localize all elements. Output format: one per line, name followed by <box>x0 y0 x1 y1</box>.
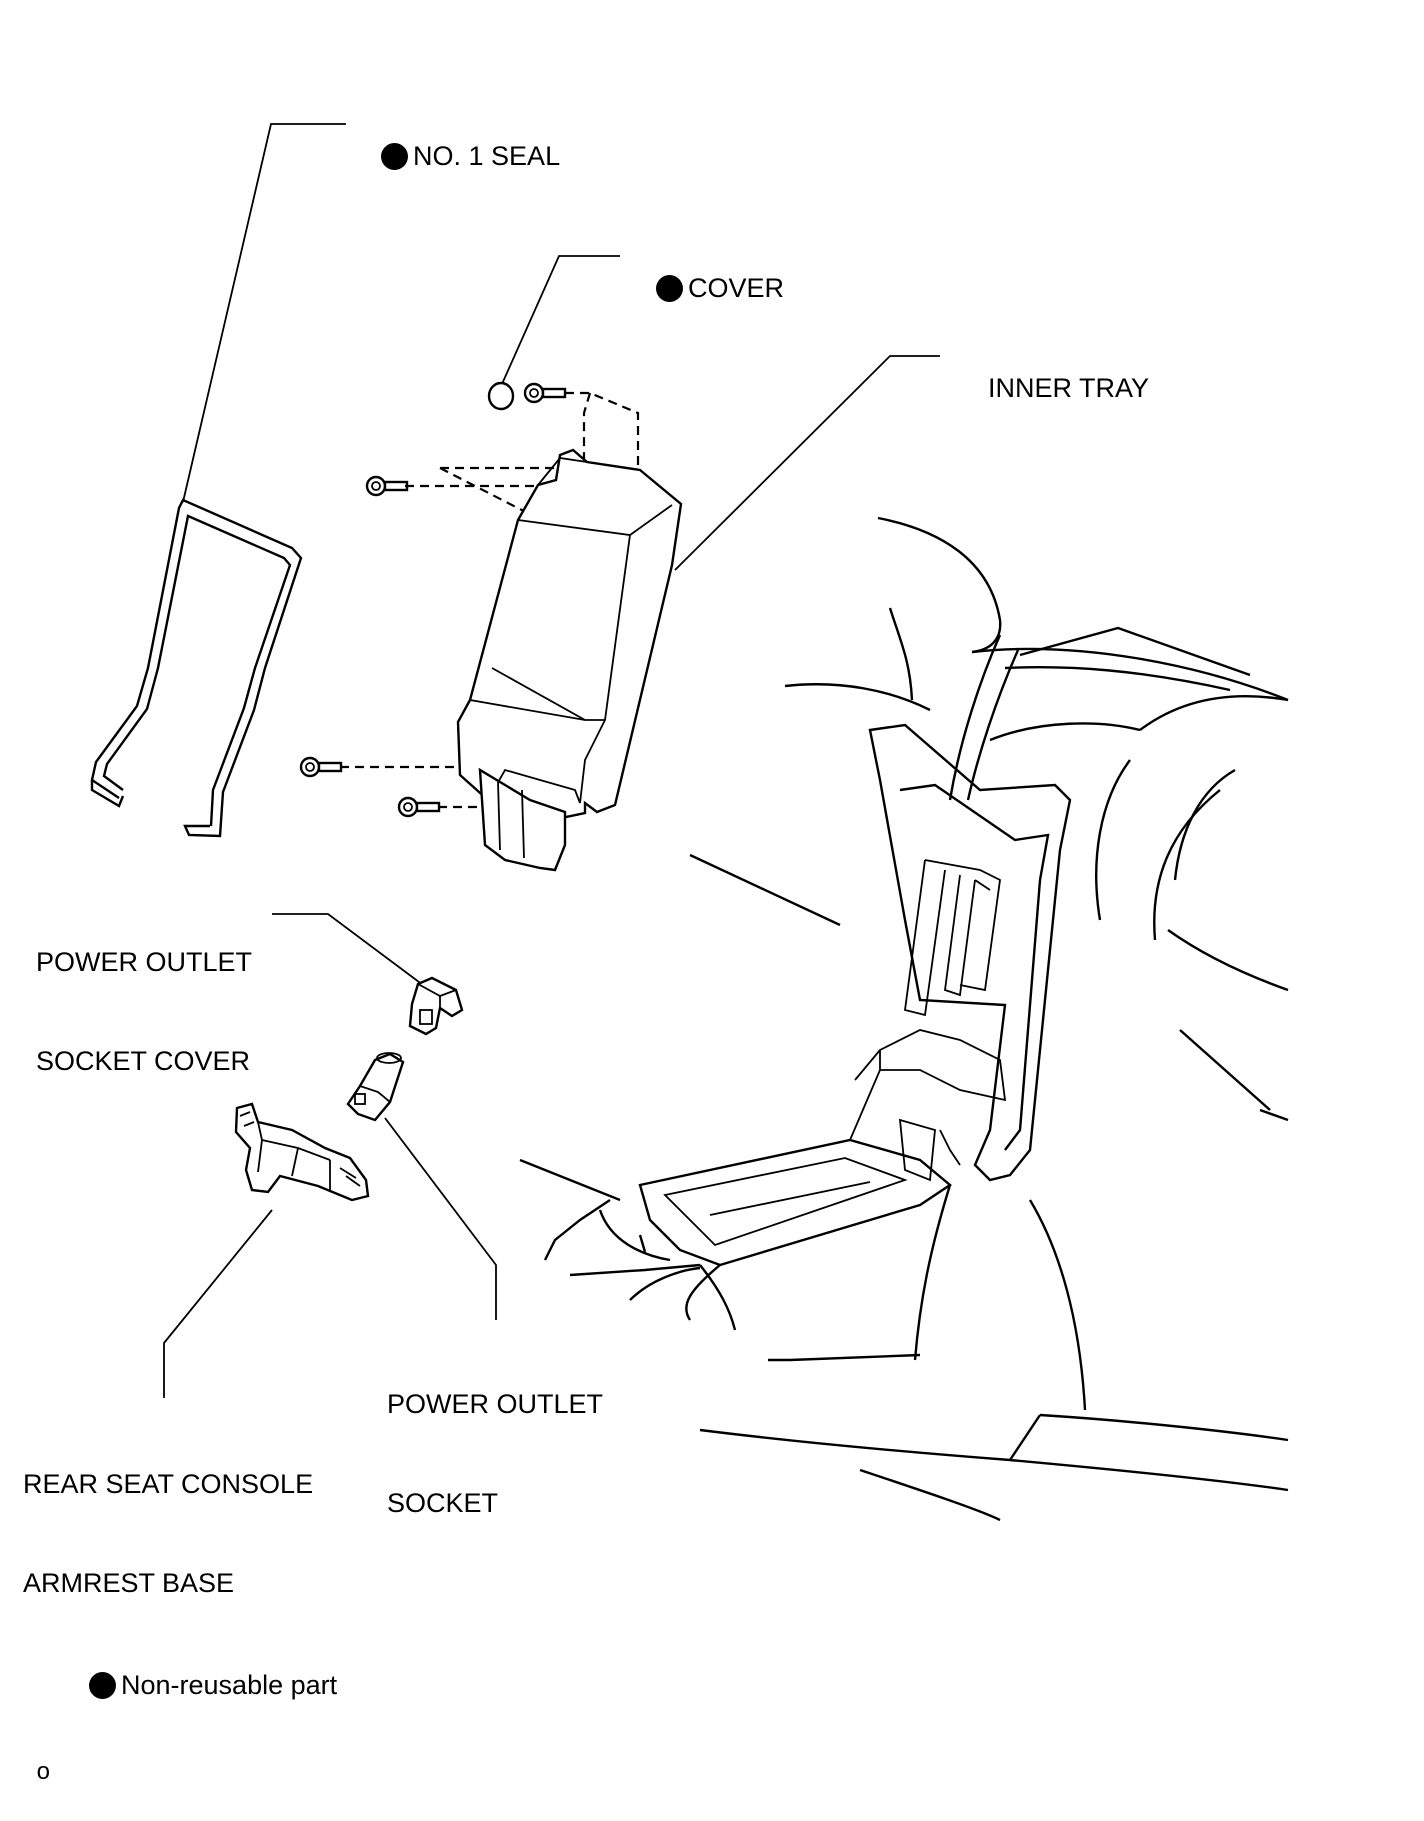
legend-text: Non-reusable part <box>121 1670 338 1700</box>
label-cover-text: COVER <box>688 273 785 303</box>
armrest-base-part <box>234 1102 370 1202</box>
label-socket-line1: POWER OUTLET <box>387 1389 604 1419</box>
label-socket-cover-line2: SOCKET COVER <box>36 1046 251 1076</box>
leader-inner-tray <box>674 355 940 571</box>
label-armrest-line2: ARMREST BASE <box>23 1568 235 1598</box>
legend: Non-reusable part <box>59 1636 337 1735</box>
label-socket-cover-line1: POWER OUTLET <box>36 947 253 977</box>
socket-part <box>346 1052 405 1122</box>
leader-socket <box>384 1117 497 1320</box>
label-socket: POWER OUTLET SOCKET <box>387 1322 603 1586</box>
label-seal-text: NO. 1 SEAL <box>413 141 561 171</box>
label-armrest-line1: REAR SEAT CONSOLE <box>23 1469 314 1499</box>
label-armrest-base: REAR SEAT CONSOLE ARMREST BASE <box>23 1402 313 1666</box>
screw-lower <box>397 796 441 818</box>
seal-part <box>90 498 303 838</box>
inner-tray-part <box>456 448 683 872</box>
socket-cover-part <box>408 976 464 1036</box>
label-cover: COVER <box>626 239 784 338</box>
label-seal: NO. 1 SEAL <box>351 107 560 206</box>
leader-cover <box>501 255 620 385</box>
leader-socket-cover <box>272 913 424 986</box>
label-socket-cover: POWER OUTLET SOCKET COVER <box>36 880 252 1144</box>
non-reusable-dot-icon <box>381 143 409 170</box>
label-socket-line2: SOCKET <box>387 1488 499 1518</box>
leader-armrest <box>163 1209 273 1398</box>
figure-code-text: o <box>36 1758 51 1785</box>
screw-lower-left <box>299 756 343 778</box>
non-reusable-dot-icon <box>656 275 684 302</box>
label-inner-tray-text: INNER TRAY <box>988 373 1150 403</box>
exploded-parts-diagram: NO. 1 SEAL COVER INNER TRAY POWER OUTLET… <box>23 107 1289 1785</box>
rear-seat-assembly <box>519 516 1289 1522</box>
leader-lines <box>163 123 940 1398</box>
screw-top <box>523 382 567 404</box>
label-inner-tray: INNER TRAY <box>958 339 1149 438</box>
legend-dot-icon <box>89 1672 117 1699</box>
diagram-drawing <box>90 123 1289 1522</box>
figure-code: o <box>10 1722 50 1821</box>
leader-seal <box>182 123 346 503</box>
cover-part <box>487 381 515 411</box>
screws <box>299 382 567 818</box>
screw-upper-left <box>365 475 409 497</box>
